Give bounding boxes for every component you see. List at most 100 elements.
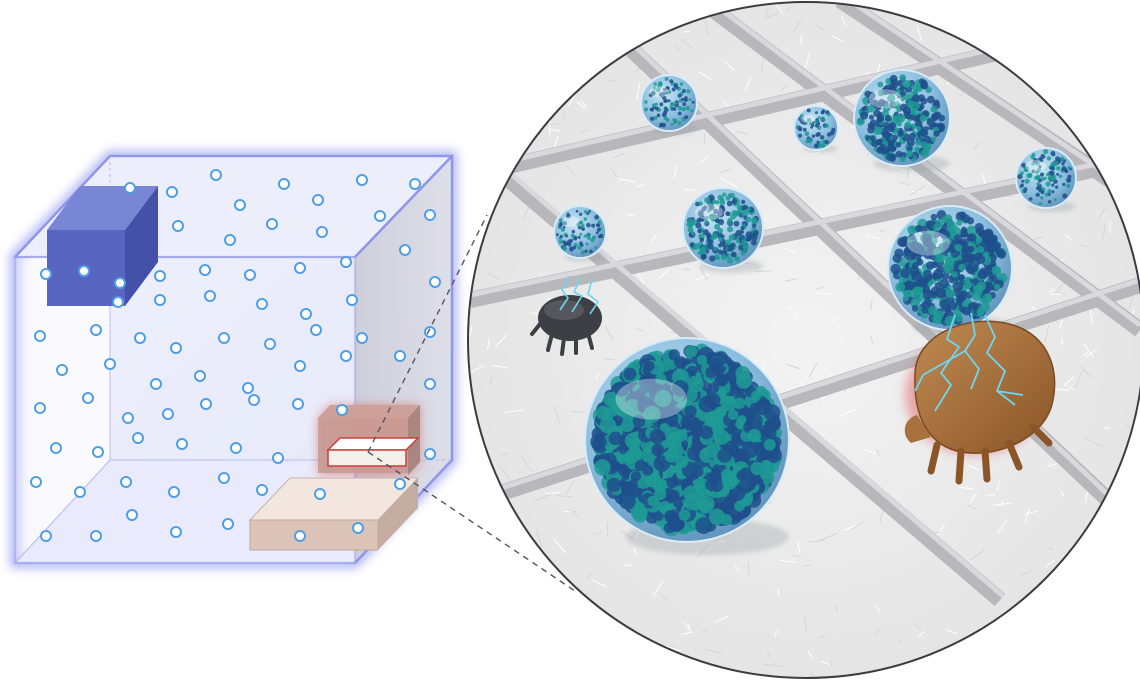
nanoparticle [687,375,704,393]
fiber-strand [497,617,516,629]
nanoparticle [1066,177,1072,183]
particle [218,472,230,484]
nanoparticle [578,212,583,216]
nanoparticle [649,428,665,445]
nanoparticle [936,122,945,130]
nanoparticle [1067,165,1071,170]
nanoparticle [763,438,776,451]
fiber-strand [1082,351,1089,357]
nanoparticle [968,233,977,243]
nanoparticle [806,108,811,113]
nanoparticle [887,94,896,103]
nanoparticle [731,209,738,216]
nanoparticle [892,101,901,109]
nanoparticle [906,145,913,153]
fiber-strand [635,327,643,332]
fiber-strand [593,531,604,536]
fiber-strand [1122,3,1127,11]
fiber-strand [1024,507,1031,524]
nanoparticle [592,235,597,240]
nanoparticle [690,231,695,236]
fiber-strand [1030,19,1033,32]
nanoparticle [719,204,725,210]
nanoparticle [827,113,831,117]
fiber-strand [496,130,514,134]
fiber-strand [523,32,531,43]
nanoparticle [727,244,735,252]
fiber-strand [567,509,577,513]
nanoparticle [726,200,733,207]
nanoparticle [1020,183,1024,188]
fiber-strand [535,529,543,548]
nanoparticle [555,233,559,237]
nanoparticle [565,234,569,238]
nanoparticle [667,90,672,94]
fiber-strand [1102,158,1119,168]
fiber-strand [865,234,880,240]
nanoparticle [579,220,584,225]
nanoparticle [914,119,923,128]
nanoparticle [674,356,687,369]
nanoparticle-cluster [793,105,839,153]
nanoparticle [797,126,803,132]
nanoparticle [806,117,812,123]
nanoparticle [816,140,820,144]
nanoparticle [691,100,695,104]
fiber-strand [486,272,500,280]
fiber-strand [549,128,560,132]
fiber-strand [651,2,661,10]
particle [234,199,246,211]
fiber-strand [517,95,529,100]
nanoparticle [696,217,702,223]
nanoparticle [662,87,666,91]
nanoparticle [569,246,574,252]
nanoparticle [596,405,611,420]
fiber-strand [468,214,472,221]
fiber-strand [579,129,590,133]
nanoparticle [562,221,567,226]
nanoparticle [603,391,619,408]
fiber-strand [586,570,594,580]
particle [170,342,182,354]
nanoparticle [597,220,602,224]
fiber-strand [1084,437,1104,448]
fiber-strand [553,539,567,554]
nanoparticle [951,271,958,278]
fiber-strand [1030,54,1035,61]
nanoparticle [904,93,912,101]
nanoparticle [1055,156,1060,162]
nanoparticle [900,90,906,97]
nanoparticle [710,214,717,222]
particle [224,234,236,246]
nanoparticle-cluster [682,187,764,274]
fiber-strand [897,638,902,646]
nanoparticle [685,105,691,111]
nanoparticle [982,251,990,258]
fiber-strand [835,603,838,613]
fiber-strand [577,64,586,77]
particle [134,332,146,344]
nanoparticle [906,150,914,158]
fiber-strand [819,635,826,638]
fiber-strand [495,334,508,348]
nanoparticle [973,284,984,295]
nanoparticle [741,210,749,218]
nanoparticle [975,236,983,244]
nanoparticle [913,115,921,122]
nanoparticle [595,231,599,235]
nanoparticle [717,210,725,218]
nanoparticle [897,130,904,137]
fiber-strand [785,363,801,370]
fiber-strand [767,649,771,659]
fiber-strand [635,183,646,188]
fiber-strand [809,539,825,543]
fiber-strand [592,579,607,588]
nanoparticle [868,114,875,120]
nanoparticle [579,232,583,236]
nanoparticle [993,283,1001,291]
nanoparticle [661,112,667,118]
nanoparticle [729,192,735,199]
nanoparticle [895,282,906,293]
nanoparticle [877,81,884,88]
magnifier-outline [467,1,1140,679]
